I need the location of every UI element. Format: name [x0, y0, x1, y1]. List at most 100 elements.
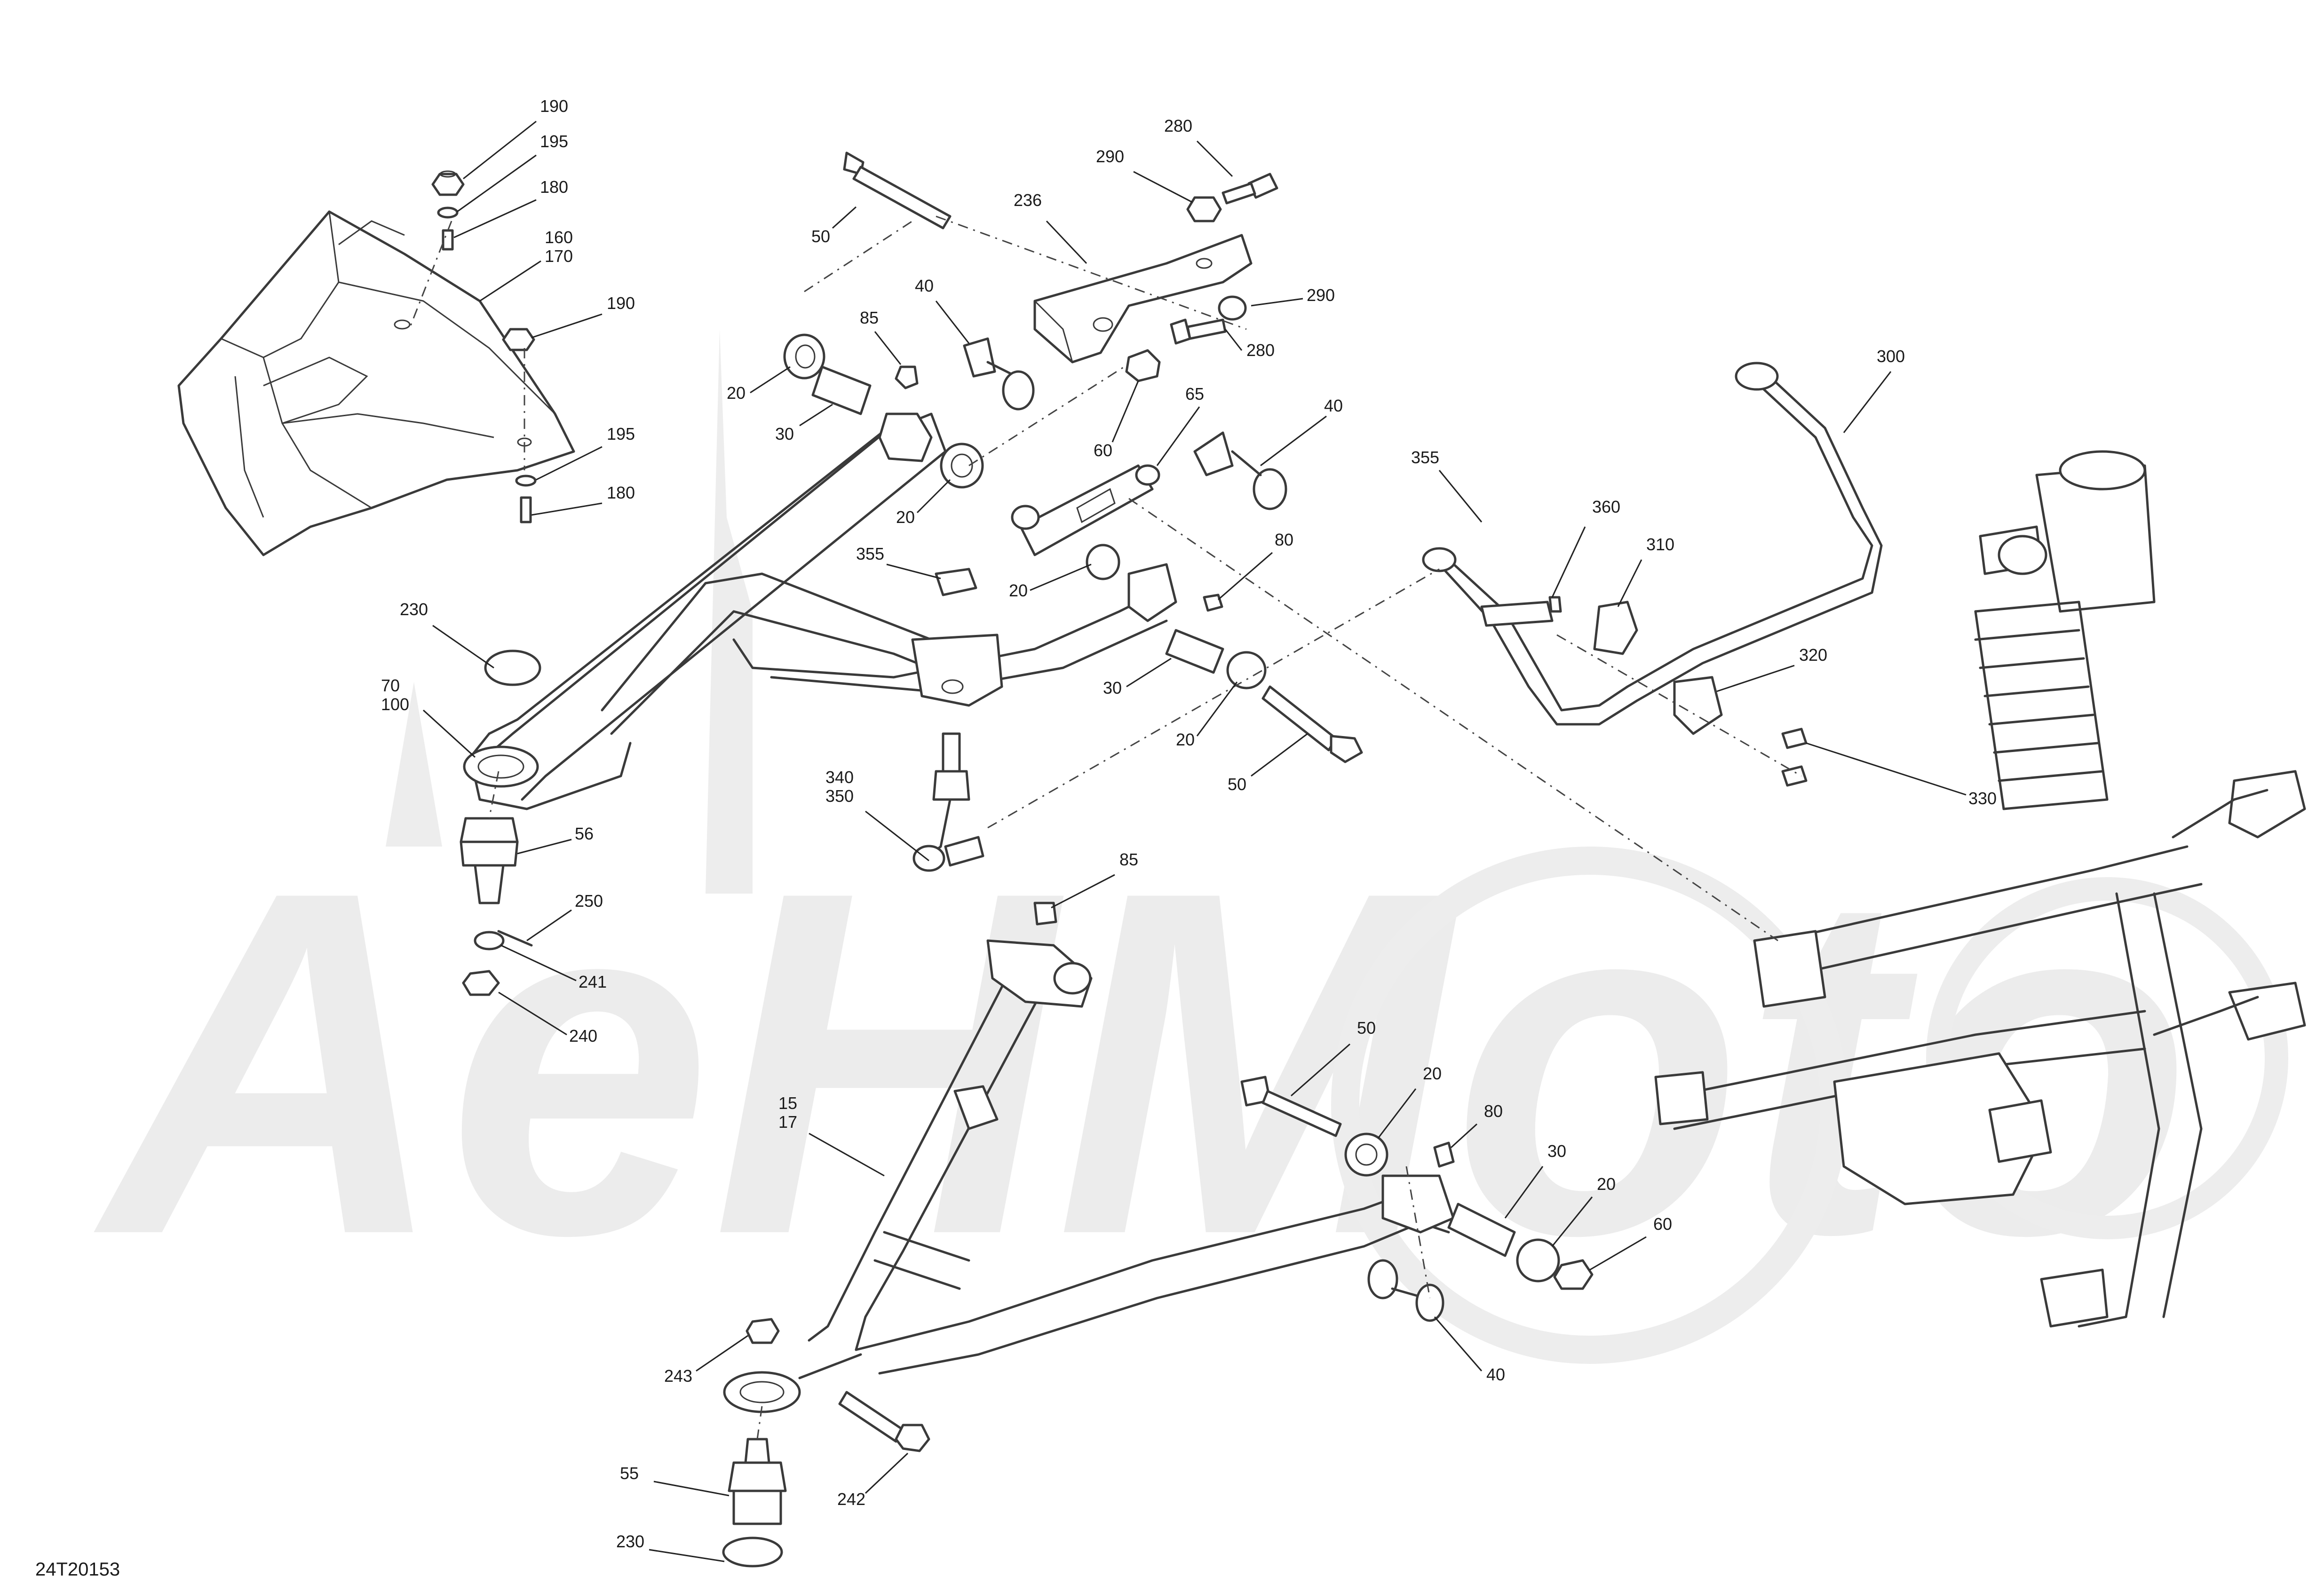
callout-c-17: 17 [778, 1112, 797, 1132]
nut-355-right [1480, 601, 1554, 627]
callout-c-280-a: 280 [1164, 116, 1192, 135]
bracket-236 [1033, 234, 1253, 364]
callout-c-20-c: 20 [1009, 581, 1028, 600]
plate-65 [1011, 464, 1160, 556]
bushing-20-upper-b [940, 443, 984, 489]
callout-c-85-b: 85 [1119, 850, 1138, 869]
leader-c-80-b [1450, 1123, 1478, 1148]
skid-plate-guard [177, 210, 575, 556]
callout-c-20-b: 20 [896, 507, 915, 527]
leader-c-40-b [1260, 415, 1327, 467]
callout-c-56: 56 [575, 824, 594, 843]
leader-c-290-a [1133, 171, 1193, 203]
bolt-242 [838, 1391, 930, 1452]
watermark-logo: AeHMoto [88, 329, 2288, 1364]
upper-a-arm [463, 412, 1177, 810]
leader-c-20-f [1551, 1196, 1593, 1247]
leader-c-30-c [1504, 1166, 1544, 1219]
leader-c-50-c [1291, 1043, 1350, 1097]
callout-c-55: 55 [620, 1464, 639, 1483]
bolt-280-upper [1221, 173, 1278, 205]
nut-240 [462, 970, 500, 996]
callout-c-230-b: 230 [616, 1532, 644, 1551]
leader-c-190-b [531, 313, 603, 339]
nut-190-upper [431, 170, 465, 196]
leader-c-20-c [1030, 563, 1092, 591]
bushing-20-upper-d [1226, 651, 1267, 689]
callout-c-355-b: 355 [1411, 448, 1439, 467]
callout-c-160: 160 [545, 228, 573, 247]
bushing-clamp-320 [1673, 676, 1723, 735]
grease-fitting-80-lower [1433, 1141, 1455, 1168]
leader-c-300 [1843, 371, 1892, 433]
leader-c-60-a [1111, 380, 1139, 443]
sleeve-30-upper-b [1165, 629, 1224, 674]
callout-c-20-f: 20 [1597, 1174, 1616, 1194]
callout-c-20-e: 20 [1423, 1064, 1442, 1083]
leader-c-20-b [916, 479, 951, 514]
leader-c-50-a [832, 206, 857, 229]
callout-c-195-b: 195 [607, 424, 635, 444]
leader-c-56 [517, 839, 572, 855]
callout-c-180-a: 180 [540, 177, 568, 197]
leader-c-250 [526, 909, 572, 942]
callout-c-320: 320 [1799, 645, 1827, 665]
leader-c-280-a [1196, 140, 1233, 177]
bolt-180-lower [520, 496, 532, 523]
washer-40-upper [963, 337, 1035, 411]
leader-c-65 [1156, 406, 1200, 466]
callout-c-50-a: 50 [811, 227, 830, 246]
leader-c-320 [1716, 665, 1795, 692]
leader-c-243 [696, 1335, 748, 1372]
callout-c-40-a: 40 [915, 276, 934, 295]
callout-c-190-a: 190 [540, 96, 568, 116]
nut-60-upper [1125, 349, 1161, 382]
callout-c-290-a: 290 [1096, 147, 1124, 166]
callout-c-40-c: 40 [1486, 1365, 1505, 1384]
washer-40-right [1193, 431, 1287, 510]
grease-fitting-80-upper [1203, 594, 1223, 612]
leader-c-30-a [799, 404, 833, 427]
cotter-pin-250 [497, 930, 533, 947]
callout-c-241: 241 [579, 972, 607, 991]
callout-c-80-b: 80 [1484, 1101, 1503, 1121]
callout-c-65: 65 [1185, 384, 1204, 404]
callout-c-195-a: 195 [540, 132, 568, 151]
leader-lines [422, 120, 1967, 1562]
leader-c-290-b [1251, 298, 1303, 307]
callout-c-60-b: 60 [1653, 1214, 1672, 1234]
washer-195-lower [515, 475, 537, 487]
washer-195-upper [437, 206, 459, 219]
callout-c-290-b: 290 [1307, 285, 1335, 305]
callout-c-300: 300 [1877, 347, 1905, 366]
leader-c-40-a [935, 301, 970, 344]
callout-c-70: 70 [381, 676, 400, 695]
sway-bar-300 [1422, 362, 1883, 726]
callout-c-360: 360 [1592, 497, 1620, 516]
leader-c-195-b [536, 446, 603, 481]
sleeve-30-lower [1447, 1203, 1516, 1257]
callout-c-30-b: 30 [1103, 678, 1122, 697]
callout-c-243: 243 [664, 1366, 692, 1386]
nut-355-upper [935, 568, 977, 596]
grease-fitting-85-lower [1033, 902, 1057, 926]
leader-c-360 [1551, 526, 1586, 598]
leader-c-50-b [1251, 733, 1308, 777]
grease-fitting-360 [1548, 596, 1562, 613]
assembled-suspension-right [1654, 770, 2306, 1328]
leader-c-355-a [886, 563, 941, 579]
leader-c-236 [1046, 220, 1087, 264]
bushing-bracket-310 [1593, 601, 1638, 655]
callout-c-310: 310 [1646, 535, 1674, 554]
bolt-50-upper [843, 151, 952, 230]
bushing-20-upper-a [783, 333, 825, 380]
nut-290-upper [1186, 196, 1222, 222]
callout-c-340: 340 [825, 768, 854, 787]
nut-190-lower [502, 328, 535, 351]
callout-c-50-c: 50 [1357, 1018, 1376, 1038]
bushing-20-lower-a [1344, 1133, 1388, 1177]
leader-c-355-b [1438, 470, 1483, 523]
shock-absorber [1974, 450, 2156, 810]
callout-c-170: 170 [545, 246, 573, 266]
